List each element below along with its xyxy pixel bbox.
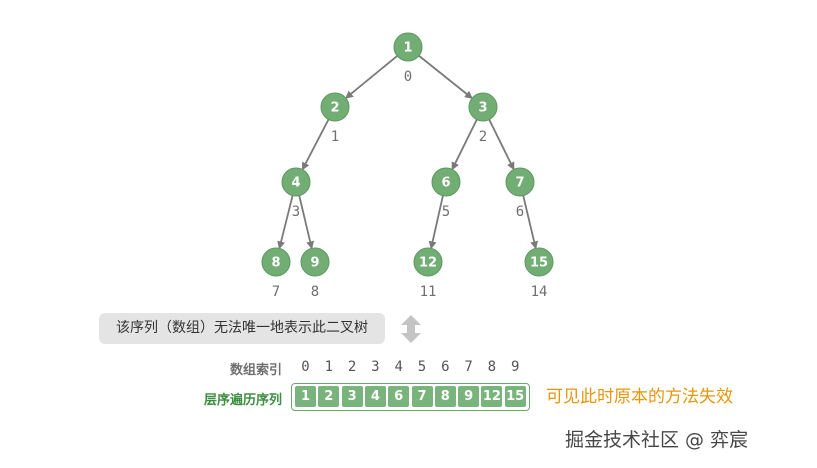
node-circle	[320, 92, 350, 122]
node-label: 12	[419, 256, 437, 271]
node-circle	[300, 247, 330, 277]
node-index-label: 0	[404, 69, 412, 85]
tree-node-2: 21	[320, 92, 350, 145]
node-label: 4	[291, 176, 300, 191]
up-down-arrow-icon	[401, 315, 421, 343]
array-cell-12: 12	[481, 386, 503, 407]
node-circle	[505, 167, 535, 197]
node-index-label: 14	[531, 284, 548, 300]
tree-node-8: 87	[261, 247, 291, 300]
array-index-6: 6	[441, 359, 450, 375]
edge-n6-n12	[428, 195, 444, 250]
tree-node-4: 43	[281, 167, 311, 220]
array-cell-7: 7	[411, 386, 433, 407]
array-cell-15: 15	[504, 386, 526, 407]
node-label: 1	[403, 41, 412, 56]
edge-n4-n8	[277, 195, 294, 250]
node-index-label: 3	[292, 204, 300, 220]
node-index-label: 2	[479, 129, 487, 145]
node-index-label: 5	[442, 204, 450, 220]
node-circle	[431, 167, 461, 197]
edge-n4-n9	[298, 195, 315, 250]
node-circle	[393, 32, 423, 62]
array-cell-2: 2	[318, 386, 340, 407]
note-text: 该序列（数组）无法唯一地表示此二叉树	[116, 320, 368, 336]
tree-node-1: 10	[393, 32, 423, 85]
node-index-label: 11	[420, 284, 437, 300]
note-box: 该序列（数组）无法唯一地表示此二叉树	[99, 313, 385, 344]
array-index-9: 9	[510, 359, 520, 375]
tree-node-12: 12 11	[413, 247, 443, 300]
node-index-label: 7	[272, 284, 280, 300]
tree-node-7: 76	[505, 167, 535, 220]
edge-n3-n6	[451, 119, 478, 171]
node-index-label: 1	[331, 129, 339, 145]
node-circle	[281, 167, 311, 197]
node-label: 7	[515, 176, 524, 191]
node-circle	[468, 92, 498, 122]
node-label: 2	[330, 101, 339, 116]
index-label: 数组索引	[229, 363, 282, 378]
edge-n1-n2	[345, 55, 398, 99]
node-label: 15	[530, 256, 548, 271]
array-cell-6: 6	[388, 386, 410, 407]
node-label: 3	[478, 101, 487, 116]
edge-n2-n4	[301, 119, 330, 171]
node-index-label: 6	[516, 204, 524, 220]
node-label: 6	[441, 176, 450, 191]
array-cell-4: 4	[364, 386, 386, 407]
tree-node-6: 65	[431, 167, 461, 220]
watermark: 掘金技术社区 @ 弈宸	[565, 429, 749, 451]
tree-node-3: 32	[468, 92, 498, 145]
array-cell-3: 3	[341, 386, 363, 407]
array-cell-9: 9	[458, 386, 480, 407]
level-order-label: 层序遍历序列	[203, 393, 282, 408]
array-index-7: 7	[464, 359, 473, 375]
edge-n1-n3	[418, 55, 473, 99]
edge-n7-n15	[522, 195, 539, 250]
node-index-label: 8	[311, 284, 319, 300]
node-label: 9	[310, 256, 319, 271]
array-cell-1: 1	[295, 386, 316, 407]
node-circle	[413, 247, 443, 277]
tree-node-9: 98	[300, 247, 330, 300]
array-index-5: 5	[417, 359, 427, 375]
fail-note: 可见此时原本的方法失效	[546, 387, 733, 407]
array-cell-8: 8	[434, 386, 456, 407]
node-circle	[524, 247, 554, 277]
array-index-1: 1	[324, 359, 334, 375]
array-index-8: 8	[487, 359, 497, 375]
node-label: 8	[271, 256, 280, 271]
array-index-2: 2	[347, 359, 357, 375]
node-circle	[261, 247, 291, 277]
array-index-3: 3	[371, 359, 380, 375]
edge-n3-n7	[488, 119, 515, 171]
array-index-4: 4	[394, 359, 403, 375]
array-index-0: 0	[301, 359, 310, 375]
